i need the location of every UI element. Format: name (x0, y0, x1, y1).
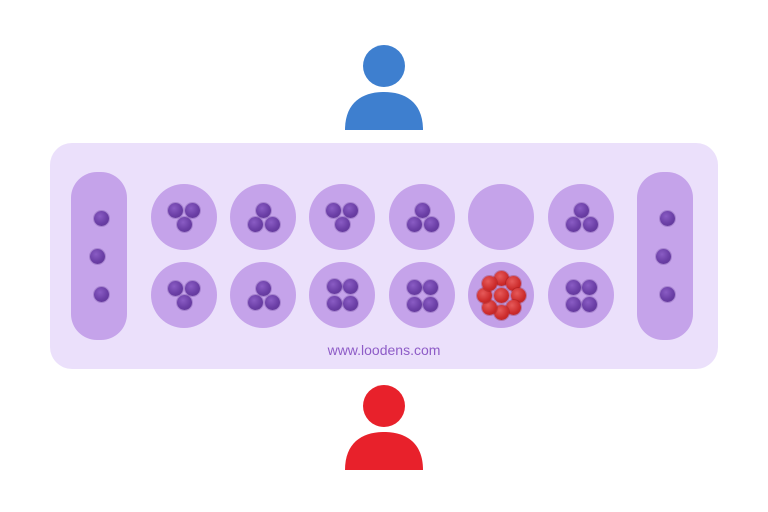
bottom-player-avatar (339, 380, 429, 470)
person-icon (345, 382, 423, 470)
top-pit-1[interactable] (151, 184, 217, 250)
seed (422, 296, 438, 312)
bottom-pit-1[interactable] (151, 262, 217, 328)
seed (255, 202, 271, 218)
left-store (71, 172, 127, 340)
seed-highlighted (481, 275, 497, 291)
seed-highlighted (493, 287, 509, 303)
seed (342, 278, 358, 294)
seed (255, 280, 271, 296)
seed (342, 202, 358, 218)
seed (93, 210, 109, 226)
seed (414, 202, 430, 218)
seed-highlighted (493, 270, 509, 286)
top-pit-5[interactable] (468, 184, 534, 250)
seed (247, 294, 263, 310)
bottom-pit-4[interactable] (389, 262, 455, 328)
mancala-board: www.loodens.com (50, 143, 718, 369)
top-pit-3[interactable] (309, 184, 375, 250)
seed (247, 216, 263, 232)
seed (406, 296, 422, 312)
seed-highlighted (510, 287, 526, 303)
seed-highlighted (505, 299, 521, 315)
seed-highlighted (476, 287, 492, 303)
seed (422, 279, 438, 295)
seed-highlighted (493, 304, 509, 320)
seed (176, 294, 192, 310)
bottom-pit-5[interactable] (468, 262, 534, 328)
seed (581, 296, 597, 312)
seed (264, 294, 280, 310)
seed (406, 279, 422, 295)
seed (167, 202, 183, 218)
seed (659, 210, 675, 226)
bottom-pit-3[interactable] (309, 262, 375, 328)
bottom-pit-6[interactable] (548, 262, 614, 328)
seed (184, 280, 200, 296)
seed (167, 280, 183, 296)
seed (582, 216, 598, 232)
seed-highlighted (505, 275, 521, 291)
seed (93, 286, 109, 302)
seed (406, 216, 422, 232)
seed (659, 286, 675, 302)
seed-highlighted (481, 299, 497, 315)
top-pit-4[interactable] (389, 184, 455, 250)
seed (565, 296, 581, 312)
seed (264, 216, 280, 232)
seed (326, 278, 342, 294)
seed (334, 216, 350, 232)
person-icon (345, 42, 423, 130)
seed (325, 202, 341, 218)
seed (565, 216, 581, 232)
right-store (637, 172, 693, 340)
top-pit-2[interactable] (230, 184, 296, 250)
seed (89, 248, 105, 264)
seed (573, 202, 589, 218)
seed (342, 295, 358, 311)
seed (581, 279, 597, 295)
top-pit-6[interactable] (548, 184, 614, 250)
seed (176, 216, 192, 232)
top-player-avatar (339, 40, 429, 130)
seed (423, 216, 439, 232)
seed (326, 295, 342, 311)
seed (655, 248, 671, 264)
bottom-pit-2[interactable] (230, 262, 296, 328)
seed (565, 279, 581, 295)
site-watermark[interactable]: www.loodens.com (327, 342, 441, 358)
seed (184, 202, 200, 218)
